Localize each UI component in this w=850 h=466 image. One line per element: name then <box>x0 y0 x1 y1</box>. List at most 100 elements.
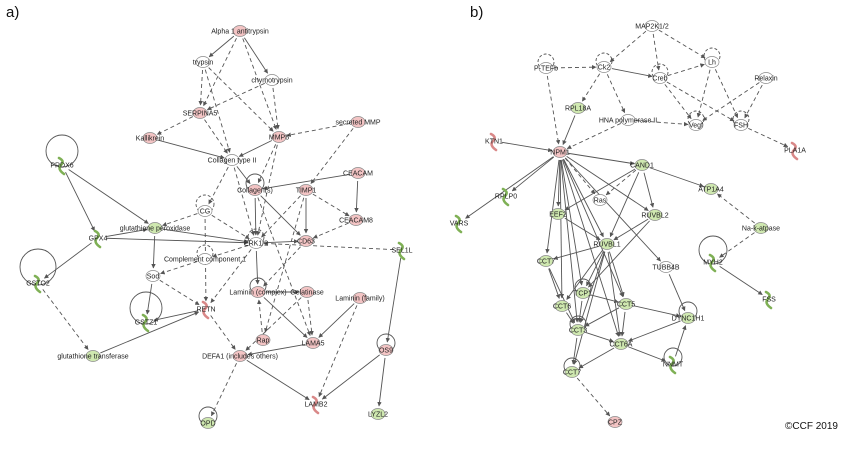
node-ktn1: KTN1 <box>485 132 503 152</box>
node-label-kallikrein: Kallikrein <box>136 136 165 143</box>
edge-a23-a29 <box>263 297 308 338</box>
edge-a28-a23 <box>257 299 263 333</box>
edge-a31-a33 <box>246 359 310 401</box>
edge-b13-b16 <box>649 167 704 188</box>
edge-a8-a17 <box>233 167 255 236</box>
edge-b5-b9 <box>696 69 711 118</box>
node-relaxin: Relaxin <box>754 72 778 84</box>
node-sel1l: SEL1L <box>391 241 413 261</box>
node-chymotrypsin: chymotrypsin <box>251 74 293 86</box>
node-label-mmp8: MMP8 <box>269 135 289 142</box>
node-label-gelatinase: Gelatinase <box>290 290 324 297</box>
edge-a30-a26 <box>100 311 200 354</box>
edge-a24-a31 <box>245 297 302 351</box>
node-rpl18a: RPL18A <box>565 102 591 114</box>
edge-a3-a4 <box>206 82 265 111</box>
edge-b23-b27 <box>548 268 561 299</box>
panel-b-label: b) <box>470 4 484 21</box>
edge-b24-b29 <box>668 274 686 312</box>
edge-b12-b19 <box>566 156 649 211</box>
edge-b12-b23 <box>545 159 560 254</box>
node-npm1: NPM1 <box>550 146 570 158</box>
edge-a3-a6 <box>272 87 280 130</box>
edge-b13-b19 <box>643 172 655 208</box>
edge-b21-b28 <box>608 251 625 297</box>
node-label-fss: FSS <box>762 297 776 304</box>
edge-b17-b21 <box>564 217 601 241</box>
node-os9: OS9 <box>376 333 396 356</box>
node-label-cct6: CCT6 <box>553 304 571 311</box>
node-cg: CG <box>195 194 215 217</box>
edge-a16-a21 <box>44 242 92 279</box>
node-tcp1: TCP1 <box>574 278 592 299</box>
edge-a14-a18 <box>312 222 349 239</box>
node-label-erk1-2: ERK1/2 <box>244 241 268 248</box>
node-defa1-includes-others: DEFA1 (includes others) <box>202 350 278 362</box>
edge-b22-b16 <box>716 193 755 224</box>
copyright-credit: ©CCF 2019 <box>785 421 838 432</box>
node-tubb4b: TUBB4B <box>652 261 680 273</box>
node-label-myh2: MYH2 <box>703 260 723 267</box>
node-label-secreted-mmp: secreted MMP <box>335 120 380 127</box>
edge-a26-a31 <box>210 315 236 350</box>
edge-a9-a16 <box>65 171 95 232</box>
node-label-trypsin: trypsin <box>193 60 214 67</box>
edge-a12-a28 <box>264 197 305 333</box>
node-cct6: CCT6 <box>553 300 571 312</box>
edge-b29-b32 <box>628 320 681 342</box>
edge-a16-a17 <box>105 237 249 245</box>
edge-b12-b17 <box>556 159 561 207</box>
node-cct7: CCT7 <box>537 255 555 267</box>
node-fss: FSS <box>762 290 776 310</box>
edge-b21-b26 <box>586 250 604 287</box>
edge-a17-a20 <box>212 244 249 258</box>
edge-b8-b12 <box>566 122 621 150</box>
node-glutathione-peroxidase: glutathione peroxidase <box>120 222 190 234</box>
edge-b12-b27 <box>559 159 565 299</box>
edge-a18-a23 <box>263 246 301 287</box>
edge-b26-b31 <box>577 300 583 323</box>
node-label-lamb2: LAMB2 <box>305 402 328 409</box>
node-myh2: MYH2 <box>698 235 728 273</box>
node-label-tubb4b: TUBB4B <box>652 265 680 272</box>
node-label-prdx6: PRDX6 <box>50 163 73 170</box>
edge-b21-b34 <box>573 251 606 365</box>
node-rap: Rap <box>255 334 271 346</box>
edge-a12-a14 <box>312 193 350 217</box>
node-laminin-family: Laminin (family) <box>335 292 385 304</box>
node-gpx4: GPX4 <box>89 229 107 249</box>
node-label-rap: Rap <box>257 338 270 345</box>
node-label-relaxin: Relaxin <box>754 76 777 83</box>
edge-b21-b27 <box>566 250 603 300</box>
node-nnmt: NNMT <box>663 347 684 375</box>
node-retn: RETN <box>196 300 216 320</box>
node-cpz: CPZ <box>607 416 623 428</box>
node-serpina5: SERPINA5 <box>183 107 217 119</box>
node-label-rpl18a: RPL18A <box>565 106 591 113</box>
node-rplp0: RPLP0 <box>495 187 517 207</box>
node-label-sod: Sod <box>147 274 160 281</box>
node-label-tcp1: TCP1 <box>574 291 592 298</box>
edge-b6-b9 <box>702 82 760 121</box>
node-cct3: CCT3 <box>569 315 587 336</box>
node-label-lama5: LAMA5 <box>302 341 325 348</box>
node-ruvbl1: RUVBL1 <box>593 238 621 250</box>
edge-b25-b30 <box>719 266 763 295</box>
edge-b12-b28 <box>562 159 624 298</box>
node-label-npm1: NPM1 <box>550 150 570 157</box>
edge-a1-a2 <box>208 35 235 58</box>
edge-a29-a31 <box>247 343 306 357</box>
edge-a7-a8 <box>157 139 225 160</box>
node-collagen-s: Collagen(s) <box>237 173 273 196</box>
edge-b12-b32 <box>561 159 620 337</box>
node-label-ruvbl2: RUVBL2 <box>641 213 668 220</box>
edge-a8-a13 <box>208 166 229 205</box>
node-creb: Creb <box>651 63 669 84</box>
edge-b13-b17 <box>564 168 636 211</box>
network-a-nodes: Alpha 1 antitrypsintrypsinchymotrypsinSE… <box>19 25 413 429</box>
edge-b13-b18 <box>605 169 637 196</box>
edge-b21-b23 <box>553 245 600 260</box>
edge-a13-a15 <box>162 213 198 227</box>
node-label-fsh: FSH <box>734 123 748 130</box>
edge-a11-a18 <box>260 195 301 236</box>
